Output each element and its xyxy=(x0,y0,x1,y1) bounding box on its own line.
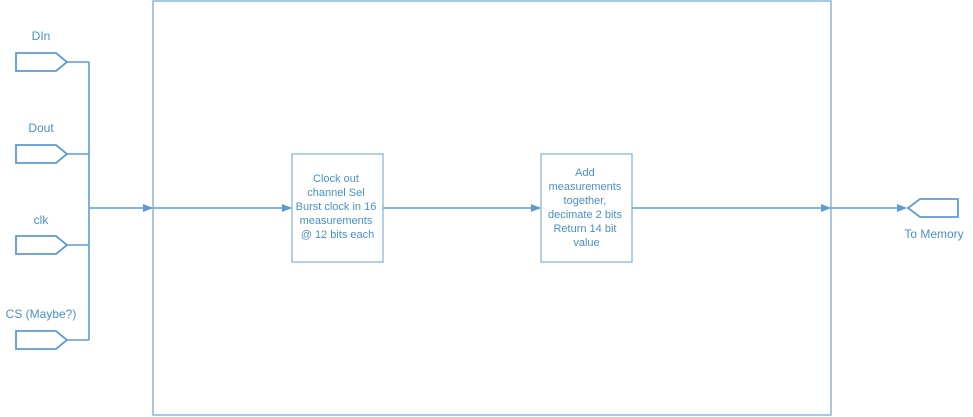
block-add-line: together, xyxy=(564,195,607,207)
block-add-line: value xyxy=(573,237,599,249)
block-add-line: Add xyxy=(575,167,595,179)
port-clk-label: clk xyxy=(34,213,50,227)
port-to-memory: To Memory xyxy=(904,198,964,241)
block-add-measurements: Add measurements together, decimate 2 bi… xyxy=(540,153,633,263)
block-clock-out-line: measurements xyxy=(300,215,373,227)
port-din-pin xyxy=(15,52,69,72)
block-clock-out-line: Burst clock in 16 xyxy=(296,201,377,213)
port-din-label: DIn xyxy=(32,29,51,43)
port-dout: Dout xyxy=(15,121,69,164)
block-clock-out: Clock out channel Sel Burst clock in 16 … xyxy=(291,153,384,263)
port-dout-label: Dout xyxy=(28,121,54,135)
block-clock-out-text: Clock out channel Sel Burst clock in 16 … xyxy=(296,173,380,241)
port-cs-pin xyxy=(15,330,69,350)
block-clock-out-line: Clock out xyxy=(313,173,359,185)
block-clock-out-box xyxy=(291,153,384,263)
port-cs-label: CS (Maybe?) xyxy=(6,307,77,321)
block-add-line: measurements xyxy=(549,181,622,193)
port-clk-pin xyxy=(15,235,69,255)
port-din: DIn xyxy=(15,29,69,72)
input-bus xyxy=(67,61,153,341)
port-dout-pin xyxy=(15,144,69,164)
block-add-line: Return 14 bit xyxy=(553,223,616,235)
port-to-memory-label: To Memory xyxy=(904,227,963,241)
block-clock-out-line: channel Sel xyxy=(307,187,365,199)
block-clock-out-line: @ 12 bits each xyxy=(301,229,375,241)
port-cs: CS (Maybe?) xyxy=(6,307,77,350)
port-to-memory-pin xyxy=(906,198,959,218)
block-add-measurements-box xyxy=(540,153,633,263)
block-add-line: decimate 2 bits xyxy=(548,209,622,221)
block-add-measurements-text: Add measurements together, decimate 2 bi… xyxy=(548,167,625,249)
port-clk: clk xyxy=(15,213,69,255)
